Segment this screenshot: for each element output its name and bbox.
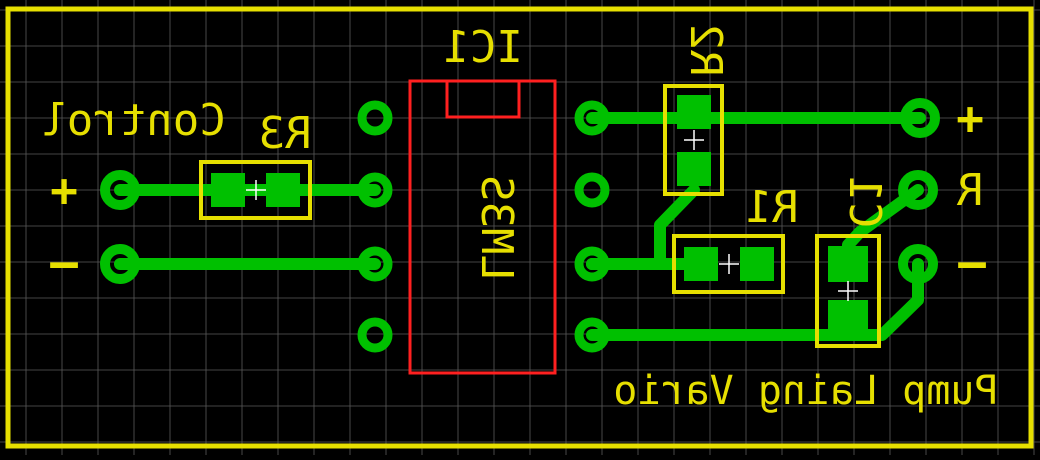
pad-control-plus[interactable] bbox=[100, 170, 140, 210]
board-outline bbox=[5, 6, 1034, 449]
pad-plus[interactable] bbox=[900, 98, 940, 138]
label-ic1-part: LM3S bbox=[471, 175, 522, 281]
pad-minus[interactable] bbox=[898, 244, 938, 284]
c1-footprint[interactable] bbox=[815, 234, 881, 348]
r1-footprint[interactable] bbox=[672, 234, 785, 294]
r2-footprint[interactable] bbox=[663, 84, 724, 196]
ic1-pin-3[interactable] bbox=[574, 246, 610, 282]
ic1-pin-6[interactable] bbox=[357, 246, 393, 282]
label-r2: R2 bbox=[680, 24, 731, 77]
label-r: R bbox=[956, 165, 983, 216]
trace-bottom bbox=[586, 258, 924, 341]
crosshair-icon bbox=[838, 281, 858, 301]
ic1-pin-8[interactable] bbox=[357, 100, 393, 136]
r3-pad-2[interactable] bbox=[266, 173, 300, 207]
label-control-plus: + bbox=[50, 163, 78, 217]
pad-r[interactable] bbox=[898, 170, 938, 210]
r1-outline bbox=[672, 234, 785, 294]
r2-pad-1[interactable] bbox=[677, 95, 711, 129]
r3-outline bbox=[199, 160, 312, 220]
ic1-pin-2[interactable] bbox=[574, 172, 610, 208]
crosshair-icon bbox=[246, 180, 266, 200]
label-pump: Pump Laing Vario bbox=[613, 368, 998, 414]
r3-pad-1[interactable] bbox=[211, 173, 245, 207]
label-r3: R3 bbox=[259, 108, 312, 159]
label-c1: C1 bbox=[839, 176, 890, 229]
label-control: Control bbox=[40, 95, 225, 146]
c1-outline bbox=[815, 234, 881, 348]
label-ic1: IC1 bbox=[443, 22, 522, 73]
label-plus: + bbox=[956, 91, 984, 145]
r2-pad-2[interactable] bbox=[677, 152, 711, 186]
silkscreen-labels: Control + – R3 IC1 LM3S R2 R1 C1 + R – P… bbox=[40, 22, 998, 414]
r3-footprint[interactable] bbox=[199, 160, 312, 220]
through-hole-pads bbox=[100, 98, 940, 353]
crosshair-icon bbox=[684, 130, 704, 150]
pad-control-minus[interactable] bbox=[100, 244, 140, 284]
ic1-pin-1[interactable] bbox=[574, 100, 610, 136]
label-control-minus: – bbox=[50, 235, 78, 289]
label-minus: – bbox=[958, 235, 986, 289]
r1-pad-2[interactable] bbox=[740, 247, 774, 281]
crosshair-icon bbox=[719, 254, 739, 274]
ic1-pin-7[interactable] bbox=[357, 172, 393, 208]
r1-pad-1[interactable] bbox=[684, 247, 718, 281]
ic1-pin-5[interactable] bbox=[357, 317, 393, 353]
c1-pad-2[interactable] bbox=[828, 300, 868, 336]
label-r1: R1 bbox=[746, 182, 799, 233]
ic1-footprint[interactable] bbox=[408, 79, 557, 375]
r2-outline bbox=[663, 84, 724, 196]
ic1-pin-4[interactable] bbox=[574, 317, 610, 353]
c1-pad-1[interactable] bbox=[828, 246, 868, 282]
ic1-notch bbox=[445, 79, 521, 119]
